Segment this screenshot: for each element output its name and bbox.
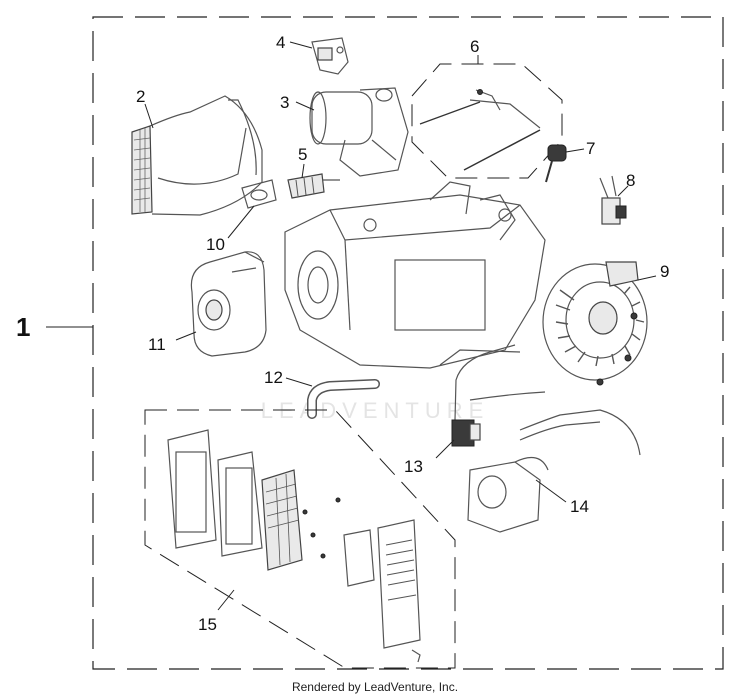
- callout-11: 11: [148, 335, 166, 354]
- callout-3: 3: [280, 93, 289, 112]
- part-5-spark-plug[interactable]: [287, 173, 340, 199]
- part-11-air-cleaner-cover[interactable]: [190, 251, 267, 357]
- leader-5: [301, 163, 305, 179]
- callout-10: 10: [206, 235, 225, 254]
- callout-6: 6: [470, 37, 479, 56]
- leader-4: [289, 41, 313, 49]
- part-6-group-frame: [411, 63, 563, 179]
- leader-14: [535, 479, 567, 503]
- callout-5: 5: [298, 145, 307, 164]
- leader-15: [217, 589, 235, 611]
- assembly-frame: [92, 16, 724, 670]
- callout-7: 7: [586, 139, 595, 158]
- callout-4: 4: [276, 33, 285, 52]
- engine-block: [284, 181, 546, 369]
- footer-credit: Rendered by LeadVenture, Inc.: [291, 680, 459, 694]
- leader-8: [617, 185, 629, 197]
- part-9-recoil-starter[interactable]: [542, 261, 648, 386]
- callout-15: 15: [198, 615, 217, 634]
- callout-9: 9: [660, 262, 669, 281]
- part-12-hose[interactable]: [307, 379, 380, 419]
- callout-13: 13: [404, 457, 423, 476]
- leader-11: [175, 331, 197, 341]
- leader-10: [227, 205, 255, 239]
- part-2-shroud[interactable]: [131, 95, 263, 216]
- part-4-solenoid[interactable]: [311, 37, 349, 75]
- leader-13: [435, 439, 455, 459]
- part-15-group-frame: [144, 409, 456, 669]
- leader-2: [144, 103, 154, 129]
- part-8-switch[interactable]: [599, 175, 627, 225]
- callout-1: 1: [16, 312, 30, 342]
- leader-7: [565, 148, 585, 153]
- callout-8: 8: [626, 171, 635, 190]
- part-3-starter-motor[interactable]: [309, 87, 409, 177]
- part-7-oil-dipstick[interactable]: [545, 144, 567, 183]
- part-6-linkage[interactable]: [419, 89, 541, 171]
- part-15-air-filter-assembly[interactable]: [167, 429, 421, 663]
- part-13-ignition-coil[interactable]: [451, 344, 546, 447]
- callout-12: 12: [264, 368, 283, 387]
- callout-14: 14: [570, 497, 589, 516]
- leader-9: [637, 275, 657, 281]
- watermark: LEADVENTURE: [261, 398, 490, 423]
- leader-3: [295, 101, 315, 111]
- leader-12: [285, 377, 313, 387]
- part-14-carburetor[interactable]: [467, 409, 641, 533]
- part-10-gasket[interactable]: [241, 179, 277, 209]
- callout-2: 2: [136, 87, 145, 106]
